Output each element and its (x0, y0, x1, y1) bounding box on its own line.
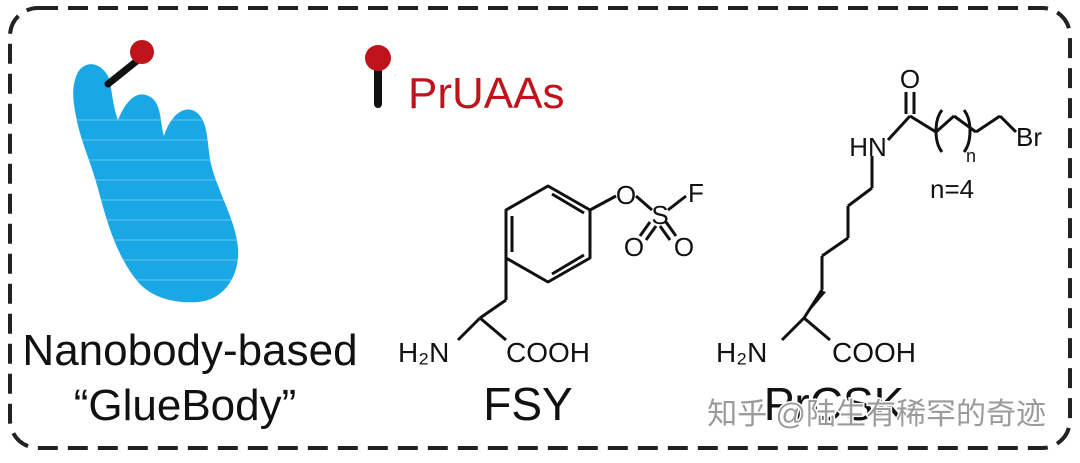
fsy-atom-s: S (651, 200, 668, 230)
fsy-atom-o2: O (624, 232, 644, 262)
nanobody-title-line1: Nanobody-based (22, 326, 357, 375)
fsy-atom-cooh: COOH (506, 337, 590, 368)
precsk-wedge-bond (804, 290, 826, 318)
nanobody-stripes (70, 119, 240, 281)
precsk-atom-o: O (900, 64, 920, 94)
precsk-atom-br: Br (1016, 122, 1042, 152)
fsy-wedge-bond (480, 298, 508, 318)
precsk-atom-h2n: H₂N (716, 337, 767, 368)
precsk-atom-n-sub: n (966, 146, 976, 166)
nanobody-graphic (70, 40, 240, 303)
fsy-atom-f: F (688, 178, 704, 208)
watermark-text-overlay: 知乎 @陆生有稀罕的奇迹 (707, 398, 1046, 431)
fsy-atom-o: O (616, 180, 636, 210)
fsy-name: FSY (483, 378, 572, 430)
legend-label: PrUAAs (408, 69, 564, 118)
nanobody-pin-ball (130, 40, 154, 64)
precsk-n-equals: n=4 (930, 174, 974, 204)
precsk-name: PrCSK (764, 378, 905, 430)
nanobody-shape (73, 64, 239, 303)
nanobody-title-line2: “GlueBody” (74, 381, 297, 430)
precsk-atom-hn: HN (849, 132, 887, 162)
fsy-atom-h2n: H₂N (398, 337, 449, 368)
fsy-atom-o3: O (674, 232, 694, 262)
dashed-frame (8, 6, 1072, 450)
watermark-text: 知乎 @陆生有稀罕的奇迹 (707, 398, 1046, 431)
precsk-structure (780, 92, 1018, 342)
precsk-atom-cooh: COOH (832, 337, 916, 368)
legend-pin-icon (365, 45, 391, 108)
nanobody-pin-stick (104, 56, 142, 88)
